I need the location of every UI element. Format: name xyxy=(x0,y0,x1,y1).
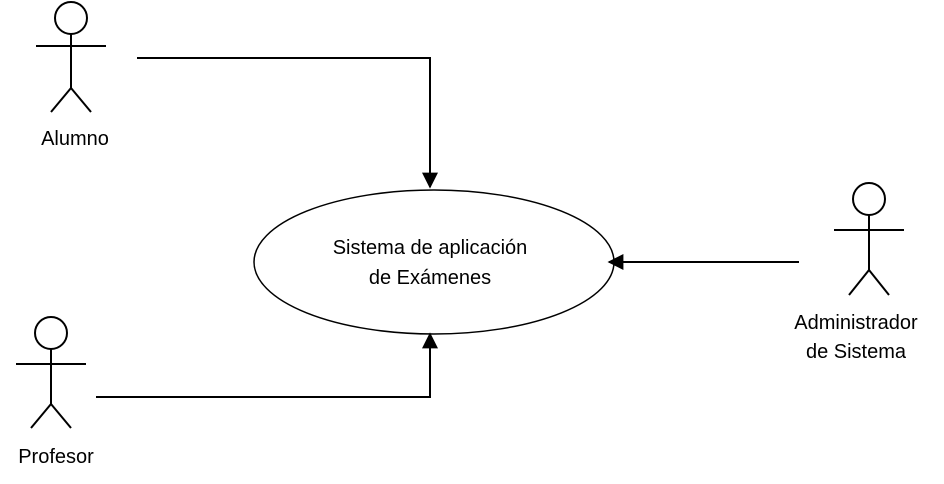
association-alumno xyxy=(137,57,438,189)
actor-alumno[interactable]: Alumno xyxy=(36,1,109,150)
actor-admin-label-line2: de Sistema xyxy=(806,341,907,363)
actor-stick-figure-icon xyxy=(16,316,86,429)
actor-admin-label-line1: Administrador xyxy=(794,312,918,334)
actor-admin[interactable]: Administrador de Sistema xyxy=(794,182,918,363)
use-case-label-line2: de Exámenes xyxy=(369,267,491,289)
association-profesor xyxy=(96,332,438,398)
actor-profesor[interactable]: Profesor xyxy=(16,316,94,468)
actor-stick-figure-icon xyxy=(36,1,106,113)
actor-profesor-label: Profesor xyxy=(18,446,94,468)
use-case-sistema[interactable]: Sistema de aplicación de Exámenes xyxy=(253,189,615,335)
use-case-ellipse xyxy=(253,189,615,335)
actor-stick-figure-icon xyxy=(834,182,904,296)
actor-alumno-label: Alumno xyxy=(41,128,109,150)
use-case-label-line1: Sistema de aplicación xyxy=(333,237,528,259)
